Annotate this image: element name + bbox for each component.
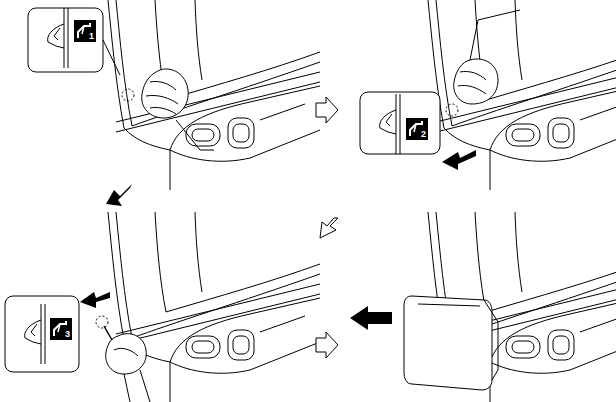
callout-number: 1	[89, 32, 94, 41]
callout-number: 2	[421, 130, 426, 139]
callout-number: 3	[65, 330, 70, 339]
